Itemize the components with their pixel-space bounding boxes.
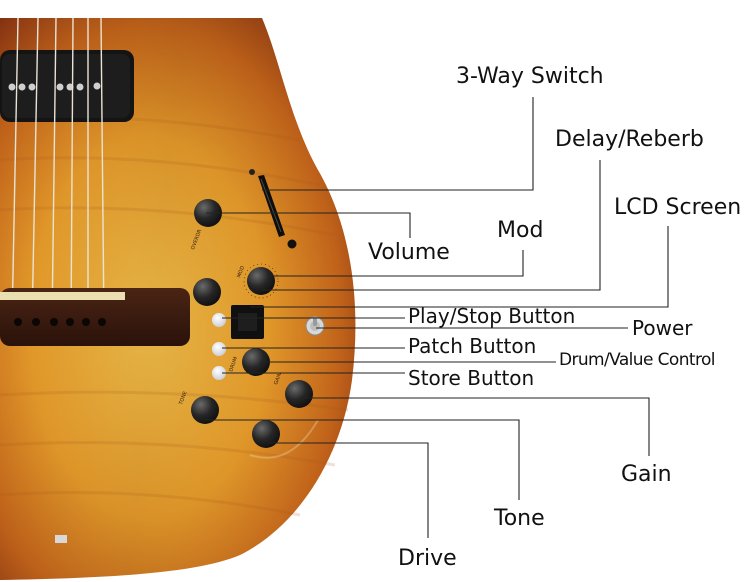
bridge (0, 288, 190, 346)
delay-knob (193, 278, 221, 306)
tone-knob (191, 396, 219, 424)
label-play-stop-button: Play/Stop Button (408, 304, 576, 328)
label-volume: Volume (368, 240, 450, 265)
power-switch (305, 316, 325, 336)
label-drive: Drive (398, 546, 457, 571)
patch-button (212, 342, 226, 356)
label-delay-reverb: Delay/Reberb (555, 127, 704, 152)
store-button (212, 366, 226, 380)
svg-text:DRUM: DRUM (228, 356, 239, 372)
label-store-button: Store Button (408, 366, 535, 390)
mod-knob-ring (243, 263, 279, 299)
drum-value-knob (242, 348, 270, 376)
label-mod: Mod (497, 218, 544, 243)
gain-knob (285, 380, 313, 408)
leader-lines (205, 97, 669, 538)
label-patch-button: Patch Button (408, 334, 537, 358)
play-stop-button (212, 313, 226, 327)
mod-knob (247, 267, 275, 295)
drive-knob (252, 420, 280, 448)
label-tone: Tone (494, 506, 545, 531)
svg-text:TONE: TONE (178, 391, 189, 407)
label-three-way-switch: 3-Way Switch (456, 64, 604, 89)
svg-text:MOD: MOD (236, 265, 246, 279)
svg-text:GAIN: GAIN (273, 372, 283, 386)
label-gain: Gain (621, 462, 672, 487)
label-lcd-screen: LCD Screen (614, 195, 742, 220)
label-drum-value-control: Drum/Value Control (559, 350, 715, 370)
label-power: Power (632, 316, 693, 340)
